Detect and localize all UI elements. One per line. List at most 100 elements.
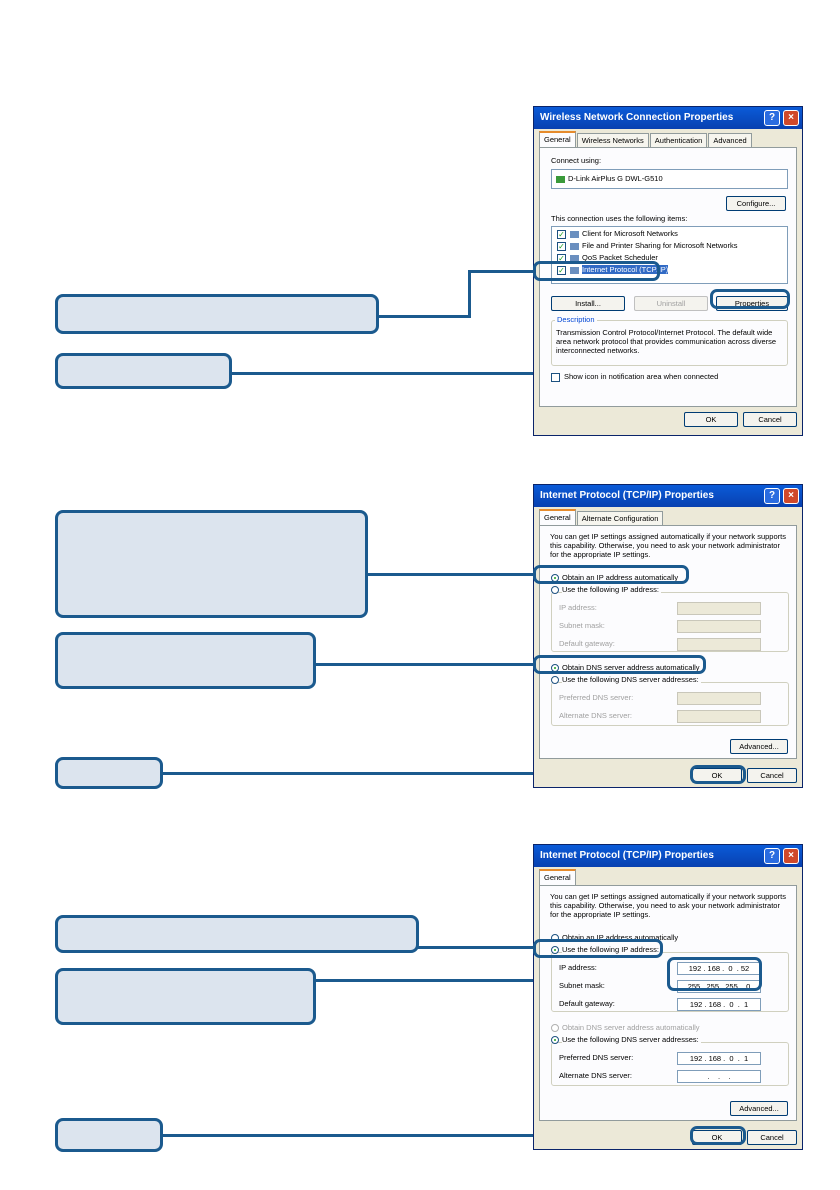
- help-icon[interactable]: ?: [764, 488, 780, 504]
- item-checkbox-tcpip[interactable]: ✓: [557, 266, 566, 275]
- connector-enter-ip: [315, 979, 669, 982]
- item-tcpip[interactable]: Internet Protocol (TCP/IP): [570, 265, 669, 274]
- connector-ok-1: [162, 772, 692, 775]
- highlight-ip-fields: [667, 957, 762, 991]
- item-file-sharing-label: File and Printer Sharing for Microsoft N…: [582, 241, 738, 250]
- show-icon-checkbox[interactable]: [551, 373, 560, 382]
- tab-strip: General Alternate Configuration: [539, 509, 664, 526]
- alternate-dns-field: [677, 710, 761, 723]
- highlight-obtain-ip: [533, 565, 689, 584]
- tcpip-properties-dialog-auto: Internet Protocol (TCP/IP) Properties ? …: [533, 484, 803, 788]
- subnet-label: Subnet mask:: [559, 981, 605, 990]
- connect-using-label: Connect using:: [551, 156, 602, 165]
- tab-authentication[interactable]: Authentication: [649, 133, 708, 147]
- tcpip-properties-dialog-static: Internet Protocol (TCP/IP) Properties ? …: [533, 844, 803, 1150]
- cancel-button[interactable]: Cancel: [747, 768, 797, 783]
- dialog-title: Internet Protocol (TCP/IP) Properties: [540, 490, 714, 501]
- connector-tcpip-h2: [468, 270, 534, 273]
- connector-tcpip-h1: [378, 315, 470, 318]
- item-qos[interactable]: QoS Packet Scheduler: [570, 253, 658, 262]
- static-ip-group: [551, 592, 789, 652]
- tab-alternate-configuration[interactable]: Alternate Configuration: [576, 511, 664, 525]
- connector-ok-2: [162, 1134, 692, 1137]
- highlight-ok-1: [690, 765, 746, 784]
- obtain-dns-label: Obtain DNS server address automatically: [562, 1023, 700, 1032]
- items-label: This connection uses the following items…: [551, 214, 688, 223]
- close-icon[interactable]: ×: [783, 488, 799, 504]
- client-icon: [570, 230, 579, 238]
- service-icon: [570, 242, 579, 250]
- install-button[interactable]: Install...: [551, 296, 625, 311]
- dialog-title-bar: Internet Protocol (TCP/IP) Properties: [534, 485, 802, 507]
- alternate-dns-label: Alternate DNS server:: [559, 711, 632, 720]
- use-dns-label: Use the following DNS server addresses:: [562, 675, 701, 684]
- advanced-button[interactable]: Advanced...: [730, 1101, 788, 1116]
- callout-click-properties: [55, 353, 232, 389]
- preferred-dns-label: Preferred DNS server:: [559, 1053, 634, 1062]
- wireless-properties-dialog: Wireless Network Connection Properties ?…: [533, 106, 803, 436]
- cancel-button[interactable]: Cancel: [743, 412, 797, 427]
- ip-field[interactable]: 192 . 168 . 0 . 52: [677, 962, 761, 975]
- item-file-sharing[interactable]: File and Printer Sharing for Microsoft N…: [570, 241, 737, 250]
- configure-button[interactable]: Configure...: [726, 196, 786, 211]
- ip-label: IP address:: [559, 963, 597, 972]
- item-client[interactable]: Client for Microsoft Networks: [570, 229, 678, 238]
- tab-general[interactable]: General: [539, 509, 576, 526]
- connector-use-ip: [418, 946, 535, 949]
- obtain-dns-label: Obtain DNS server address automatically: [562, 663, 700, 672]
- help-icon[interactable]: ?: [764, 848, 780, 864]
- protocol-icon: [570, 266, 579, 274]
- description-text: Transmission Control Protocol/Internet P…: [556, 328, 777, 355]
- advanced-button[interactable]: Advanced...: [730, 739, 788, 754]
- item-tcpip-label: Internet Protocol (TCP/IP): [582, 265, 669, 274]
- adapter-box: D-Link AirPlus G DWL-G510: [551, 169, 788, 189]
- highlight-ok-2: [690, 1126, 746, 1145]
- item-checkbox-client[interactable]: ✓: [557, 230, 566, 239]
- gateway-label: Default gateway:: [559, 639, 615, 648]
- show-icon-label: Show icon in notification area when conn…: [564, 372, 719, 381]
- uninstall-button: Uninstall: [634, 296, 708, 311]
- obtain-ip-label: Obtain an IP address automatically: [562, 573, 679, 582]
- preferred-dns-field[interactable]: 192 . 168 . 0 . 1: [677, 1052, 761, 1065]
- description-group: [551, 320, 788, 366]
- ok-button[interactable]: OK: [684, 412, 738, 427]
- item-qos-label: QoS Packet Scheduler: [582, 253, 658, 262]
- dialog-title-bar: Wireless Network Connection Properties: [534, 107, 802, 129]
- callout-click-ok-1: [55, 757, 163, 789]
- close-icon[interactable]: ×: [783, 848, 799, 864]
- cancel-button[interactable]: Cancel: [747, 1130, 797, 1145]
- subnet-field: [677, 620, 761, 633]
- dialog-title: Wireless Network Connection Properties: [540, 112, 734, 123]
- close-icon[interactable]: ×: [783, 110, 799, 126]
- network-card-icon: [556, 175, 565, 183]
- ip-label: IP address:: [559, 603, 597, 612]
- callout-use-ip: [55, 915, 419, 953]
- general-panel: You can get IP settings assigned automat…: [539, 885, 797, 1121]
- callout-enter-ip: [55, 968, 316, 1025]
- use-dns-radio[interactable]: [551, 676, 559, 684]
- gateway-label: Default gateway:: [559, 999, 615, 1008]
- item-client-label: Client for Microsoft Networks: [582, 229, 678, 238]
- items-list: ✓ Client for Microsoft Networks ✓ File a…: [551, 226, 788, 284]
- preferred-dns-label: Preferred DNS server:: [559, 693, 634, 702]
- help-icon[interactable]: ?: [764, 110, 780, 126]
- tab-general[interactable]: General: [539, 869, 576, 886]
- tab-general[interactable]: General: [539, 131, 576, 148]
- scheduler-icon: [570, 254, 579, 262]
- item-checkbox-file-sharing[interactable]: ✓: [557, 242, 566, 251]
- dialog-title-bar: Internet Protocol (TCP/IP) Properties: [534, 845, 802, 867]
- callout-click-ok-2: [55, 1118, 163, 1152]
- alternate-dns-field[interactable]: . . .: [677, 1070, 761, 1083]
- use-dns-label: Use the following DNS server addresses:: [562, 1035, 701, 1044]
- obtain-dns-radio: [551, 1024, 559, 1032]
- use-dns-radio[interactable]: [551, 1036, 559, 1044]
- connector-obtain-dns: [315, 663, 535, 666]
- tab-advanced[interactable]: Advanced: [708, 133, 752, 147]
- gateway-field[interactable]: 192 . 168 . 0 . 1: [677, 998, 761, 1011]
- callout-obtain-ip: [55, 510, 368, 618]
- use-ip-radio[interactable]: [551, 946, 559, 954]
- preferred-dns-field: [677, 692, 761, 705]
- callout-obtain-dns: [55, 632, 316, 689]
- use-ip-radio[interactable]: [551, 586, 559, 594]
- tab-wireless-networks[interactable]: Wireless Networks: [576, 133, 649, 147]
